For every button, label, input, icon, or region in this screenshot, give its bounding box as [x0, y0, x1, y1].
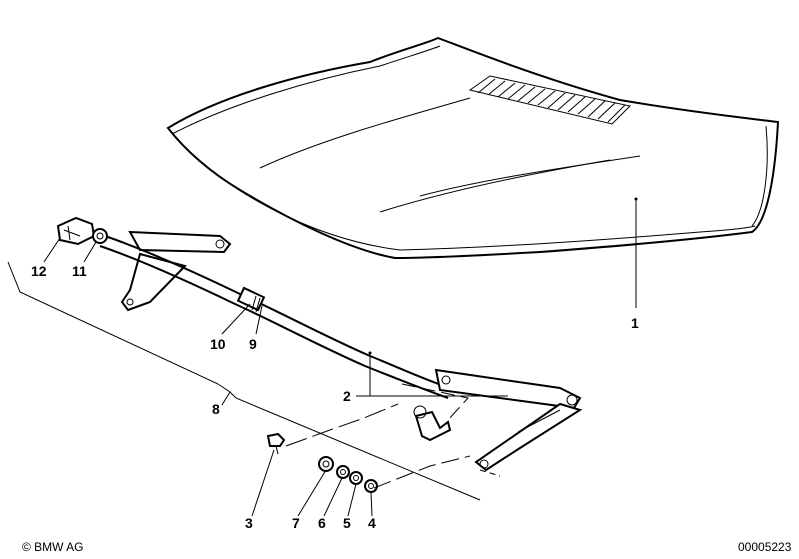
callout-label-12: 12	[31, 263, 47, 279]
callout-leaders	[43, 237, 508, 517]
callout-label-1: 1	[631, 315, 639, 331]
group-bracket-8	[7, 261, 481, 501]
callout-label-2: 2	[343, 388, 351, 404]
callout-label-10: 10	[210, 336, 226, 352]
callout-label-6: 6	[318, 515, 326, 531]
callout-label-4: 4	[368, 515, 376, 531]
callout-label-5: 5	[343, 515, 351, 531]
hood-panel	[166, 36, 780, 308]
rod-end-clip	[56, 216, 108, 246]
fastener-hardware	[266, 432, 378, 493]
callout-label-11: 11	[72, 263, 87, 279]
hood-vent-grille	[468, 75, 632, 125]
callout-label-8: 8	[212, 401, 220, 417]
copyright-text: © BMW AG	[22, 540, 84, 554]
assembly-guide-lines	[285, 383, 501, 489]
hood-hinge-assembly	[99, 230, 583, 472]
callout-label-9: 9	[249, 336, 257, 352]
diagram-number: 00005223	[738, 540, 792, 554]
callout-label-7: 7	[292, 515, 300, 531]
callout-label-3: 3	[245, 515, 253, 531]
